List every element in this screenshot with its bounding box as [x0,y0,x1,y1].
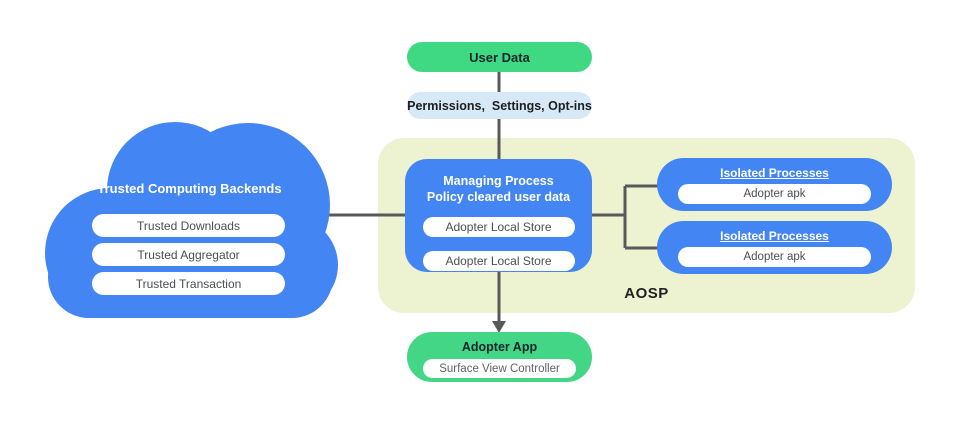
permissions-label: Permissions, Settings, Opt-ins [407,98,592,113]
adopter-local-store-pill: Adopter Local Store [422,251,575,271]
adopter-apk-pill: Adopter apk [678,247,871,267]
adopter-local-store-pill: Adopter Local Store [422,217,575,237]
cloud-item-trusted-downloads: Trusted Downloads [92,214,285,237]
adopter-local-store-label: Adopter Local Store [445,220,552,234]
managing-process-title-line1: Managing Process [443,174,554,188]
adopter-app-title: Adopter App [461,340,538,354]
managing-process-node: Managing Process Policy cleared user dat… [405,159,592,272]
surface-view-controller-label: Surface View Controller [439,362,560,375]
permissions-node: Permissions, Settings, Opt-ins [407,92,592,119]
surface-view-controller-pill: Surface View Controller [423,359,576,378]
trusted-cloud: Trusted Computing Backends Trusted Downl… [40,118,340,320]
isolated-process-node: Isolated Processes Adopter apk [657,158,892,211]
managing-process-title: Managing Process Policy cleared user dat… [427,173,570,205]
cloud-title: Trusted Computing Backends [97,181,282,196]
isolated-process-title: Isolated Processes [720,166,829,180]
managing-process-title-line2: Policy cleared user data [426,190,571,204]
isolated-process-title: Isolated Processes [720,229,829,243]
adopter-apk-label: Adopter apk [743,251,806,263]
cloud-item-label: Trusted Downloads [137,218,240,233]
cloud-item-trusted-transaction: Trusted Transaction [92,272,285,295]
adopter-apk-label: Adopter apk [743,188,806,200]
adopter-apk-pill: Adopter apk [678,184,871,204]
aosp-label: AOSP [624,285,669,302]
user-data-label: User Data [469,49,530,65]
isolated-process-node: Isolated Processes Adopter apk [657,221,892,274]
cloud-item-label: Trusted Aggregator [137,247,240,262]
adopter-local-store-label: Adopter Local Store [445,254,552,268]
user-data-node: User Data [407,42,592,72]
cloud-item-trusted-aggregator: Trusted Aggregator [92,243,285,266]
cloud-item-label: Trusted Transaction [135,276,242,291]
adopter-app-node: Adopter App Surface View Controller [407,332,592,382]
